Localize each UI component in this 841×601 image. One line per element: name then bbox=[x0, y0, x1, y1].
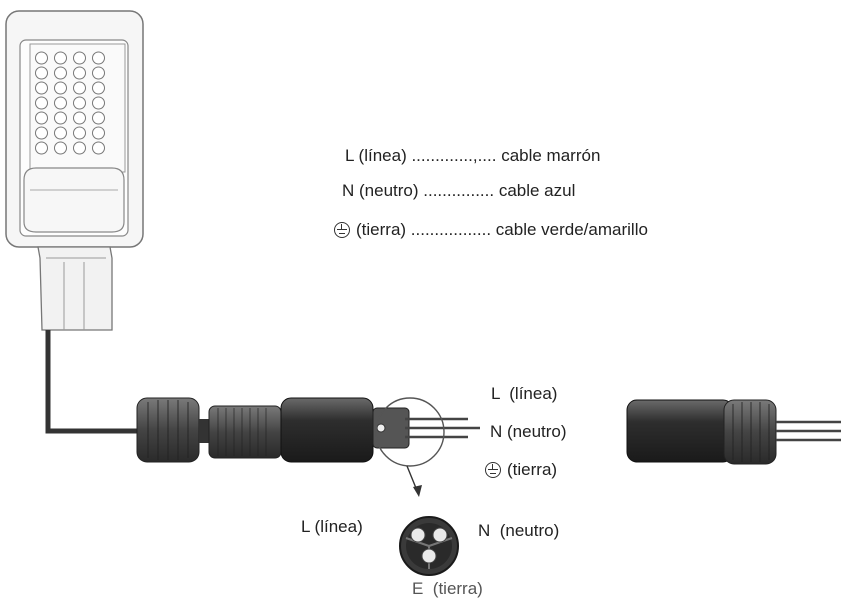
led bbox=[35, 81, 48, 95]
led-array bbox=[35, 51, 105, 155]
led bbox=[35, 96, 48, 110]
wire-label-line: L (línea) bbox=[491, 384, 558, 403]
led bbox=[92, 126, 105, 140]
led bbox=[73, 51, 86, 65]
socket-face-icon bbox=[399, 516, 459, 576]
wire-label-neutral: N (neutro) bbox=[490, 422, 567, 441]
connector-icon bbox=[626, 399, 841, 465]
led bbox=[54, 66, 67, 80]
led bbox=[92, 51, 105, 65]
legend-neutral: N (neutro) ............... cable azul bbox=[342, 181, 576, 200]
led bbox=[92, 111, 105, 125]
led bbox=[54, 111, 67, 125]
led bbox=[73, 96, 86, 110]
led bbox=[35, 126, 48, 140]
earth-ground-icon bbox=[334, 222, 350, 238]
street-lamp-icon bbox=[5, 10, 144, 331]
led bbox=[35, 66, 48, 80]
led bbox=[54, 96, 67, 110]
led bbox=[35, 51, 48, 65]
socket-label-neutral: N (neutro) bbox=[478, 521, 560, 540]
led bbox=[92, 96, 105, 110]
led bbox=[35, 111, 48, 125]
connector-icon bbox=[136, 397, 410, 463]
led bbox=[54, 141, 67, 155]
led bbox=[73, 126, 86, 140]
led bbox=[35, 141, 48, 155]
led bbox=[73, 66, 86, 80]
wire-label-earth-text: (tierra) bbox=[507, 460, 558, 479]
wire-label-earth: (tierra) bbox=[485, 460, 557, 480]
socket-label-earth: E (tierra) bbox=[412, 579, 483, 598]
led bbox=[92, 81, 105, 95]
led bbox=[92, 141, 105, 155]
magnifier-circle bbox=[375, 397, 445, 467]
led bbox=[54, 81, 67, 95]
led bbox=[73, 141, 86, 155]
led bbox=[54, 51, 67, 65]
earth-ground-icon bbox=[485, 462, 501, 478]
legend-line: L (línea) .............,.... cable marró… bbox=[345, 146, 601, 165]
led bbox=[73, 81, 86, 95]
led bbox=[73, 111, 86, 125]
legend-earth: (tierra) ................. cable verde/a… bbox=[334, 220, 648, 240]
legend-earth-text: (tierra) ................. cable verde/a… bbox=[356, 220, 648, 239]
socket-label-line: L (línea) bbox=[301, 517, 363, 536]
led bbox=[54, 126, 67, 140]
led bbox=[92, 66, 105, 80]
